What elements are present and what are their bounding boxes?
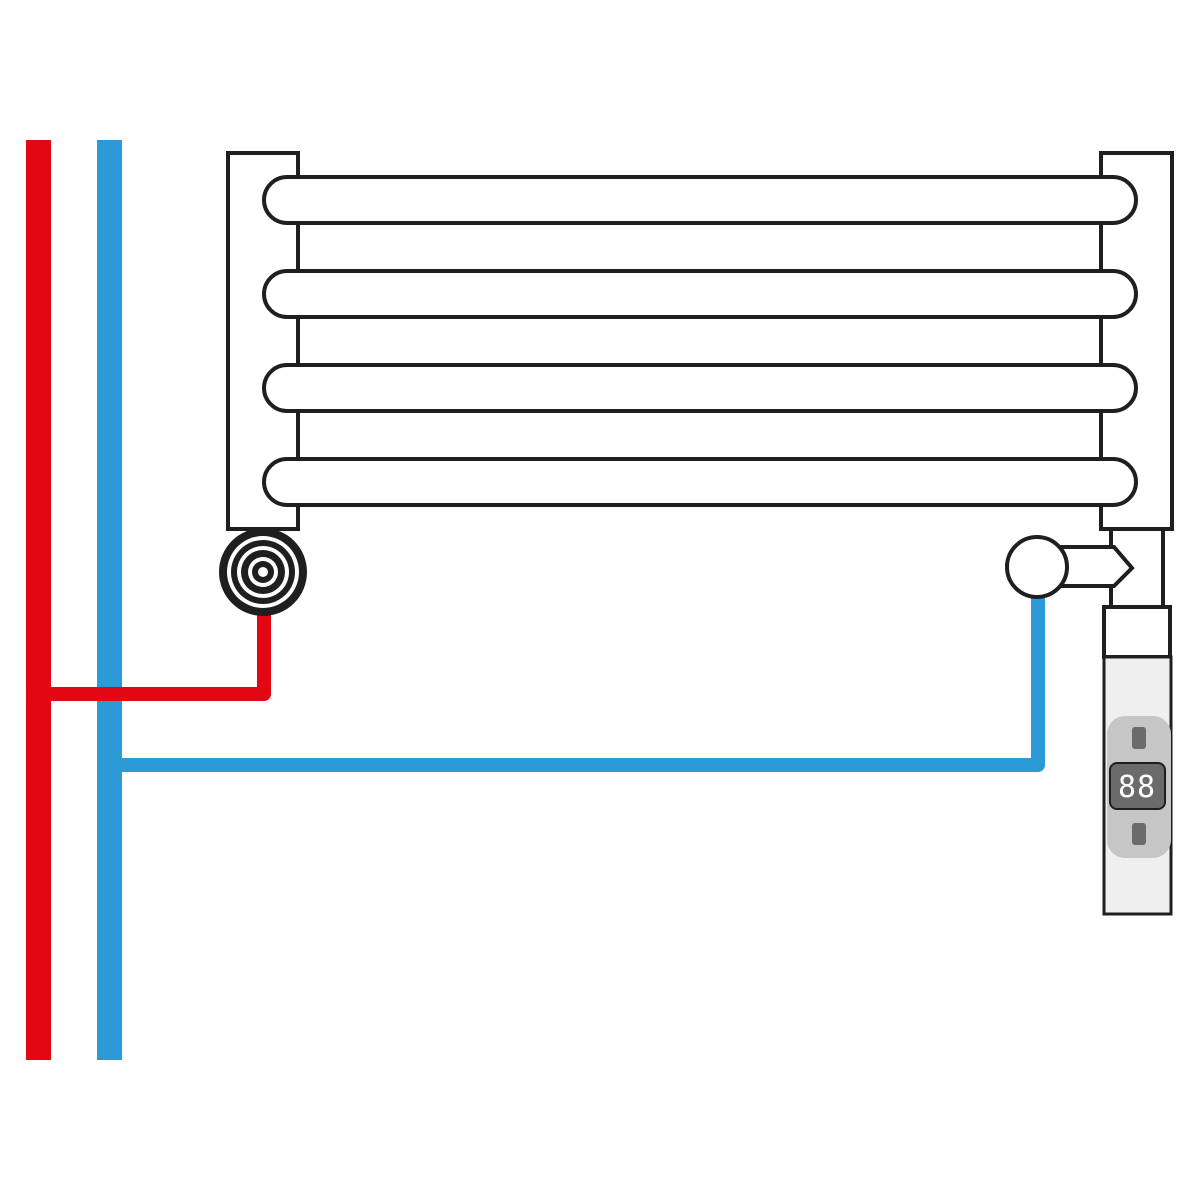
- supply-riser: [26, 140, 51, 1060]
- electric-heating-element: 88: [1102, 605, 1173, 916]
- t-fitting: [1056, 527, 1165, 611]
- radiator-rail: [262, 175, 1138, 225]
- radiator-rail: [262, 363, 1138, 413]
- return-branch-pipe: [103, 568, 1045, 772]
- down-button[interactable]: [1132, 823, 1146, 845]
- display-readout: 88: [1118, 770, 1156, 805]
- right-valve: [1005, 535, 1069, 599]
- return-riser: [97, 140, 122, 1060]
- supply-branch-pipe: [31, 593, 271, 701]
- display-screen: [1109, 762, 1166, 810]
- left-valve: [219, 528, 307, 616]
- radiator-rail: [262, 457, 1138, 507]
- up-button[interactable]: [1132, 727, 1146, 749]
- element-collar: [1102, 605, 1172, 659]
- radiator-rail: [262, 269, 1138, 319]
